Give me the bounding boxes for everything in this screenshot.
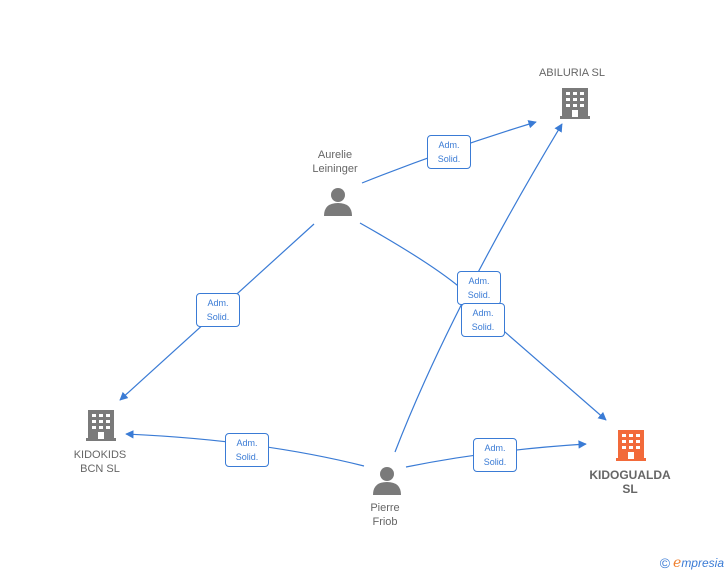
building-icon[interactable] — [560, 88, 590, 119]
edge-label-line2: Solid. — [437, 154, 461, 164]
edge-label-line2: Solid. — [483, 457, 507, 467]
edge-label[interactable]: Adm. Solid. — [427, 135, 471, 169]
person-icon[interactable] — [373, 467, 401, 495]
edge-label[interactable]: Adm. Solid. — [196, 293, 240, 327]
edge-label[interactable]: Adm. Solid. — [461, 303, 505, 337]
building-icon[interactable] — [616, 430, 646, 461]
edge-label[interactable]: Adm. Solid. — [457, 271, 501, 305]
node-label-kidokids[interactable]: KIDOKIDS BCN SL — [73, 449, 127, 475]
edge-label-line2: Solid. — [467, 290, 491, 300]
brand-e: e — [673, 555, 682, 571]
building-icon[interactable] — [86, 410, 116, 441]
edge-label[interactable]: Adm. Solid. — [473, 438, 517, 472]
brand-name: mpresia — [681, 556, 724, 570]
edge-label-line1: Adm. — [484, 443, 506, 453]
edge-label-line1: Adm. — [207, 298, 229, 308]
node-label-abiluria[interactable]: ABILURIA SL — [538, 67, 606, 79]
edge-label-line1: Adm. — [438, 140, 460, 150]
edge-label-line2: Solid. — [206, 312, 230, 322]
node-label-pierre[interactable]: Pierre Friob — [370, 502, 400, 528]
edge-label-line2: Solid. — [235, 452, 259, 462]
person-icon[interactable] — [324, 188, 352, 216]
edge-label[interactable]: Adm. Solid. — [225, 433, 269, 467]
edge-label-line1: Adm. — [472, 308, 494, 318]
copyright-icon: © — [659, 555, 671, 571]
edge-label-line1: Adm. — [468, 276, 490, 286]
edge-label-line1: Adm. — [236, 438, 258, 448]
node-label-kidogualda[interactable]: KIDOGUALDA SL — [589, 468, 671, 496]
edge-label-line2: Solid. — [471, 322, 495, 332]
node-label-aurelie[interactable]: Aurelie Leininger — [312, 149, 358, 175]
